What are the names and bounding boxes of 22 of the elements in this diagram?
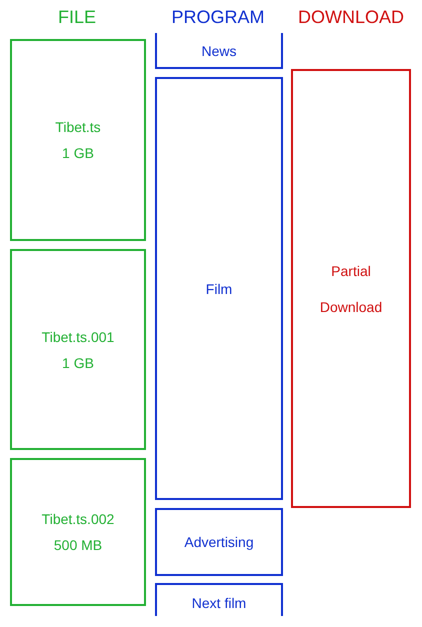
program-box (155, 508, 283, 576)
column-heading: DOWNLOAD (298, 7, 404, 28)
program-box (155, 33, 283, 69)
node-label: Tibet.ts.001 (42, 328, 114, 344)
download-box (291, 69, 411, 508)
file-box (10, 249, 146, 450)
file-box (10, 458, 146, 606)
node-label: Tibet.ts.002 (42, 511, 114, 527)
column-heading: PROGRAM (172, 7, 264, 28)
node-label: Partial Download (318, 262, 384, 316)
program-box (155, 583, 283, 616)
node-label: Next film (192, 595, 246, 611)
node-label: 1 GB (62, 354, 94, 370)
column-heading: FILE (58, 7, 96, 28)
node-label: 500 MB (54, 537, 102, 553)
node-label: News (201, 43, 236, 59)
program-box (155, 77, 283, 500)
node-label: Tibet.ts (55, 119, 101, 135)
node-label: 1 GB (62, 145, 94, 161)
file-box (10, 39, 146, 241)
node-label: Film (206, 280, 232, 296)
node-label: Advertising (184, 534, 254, 550)
